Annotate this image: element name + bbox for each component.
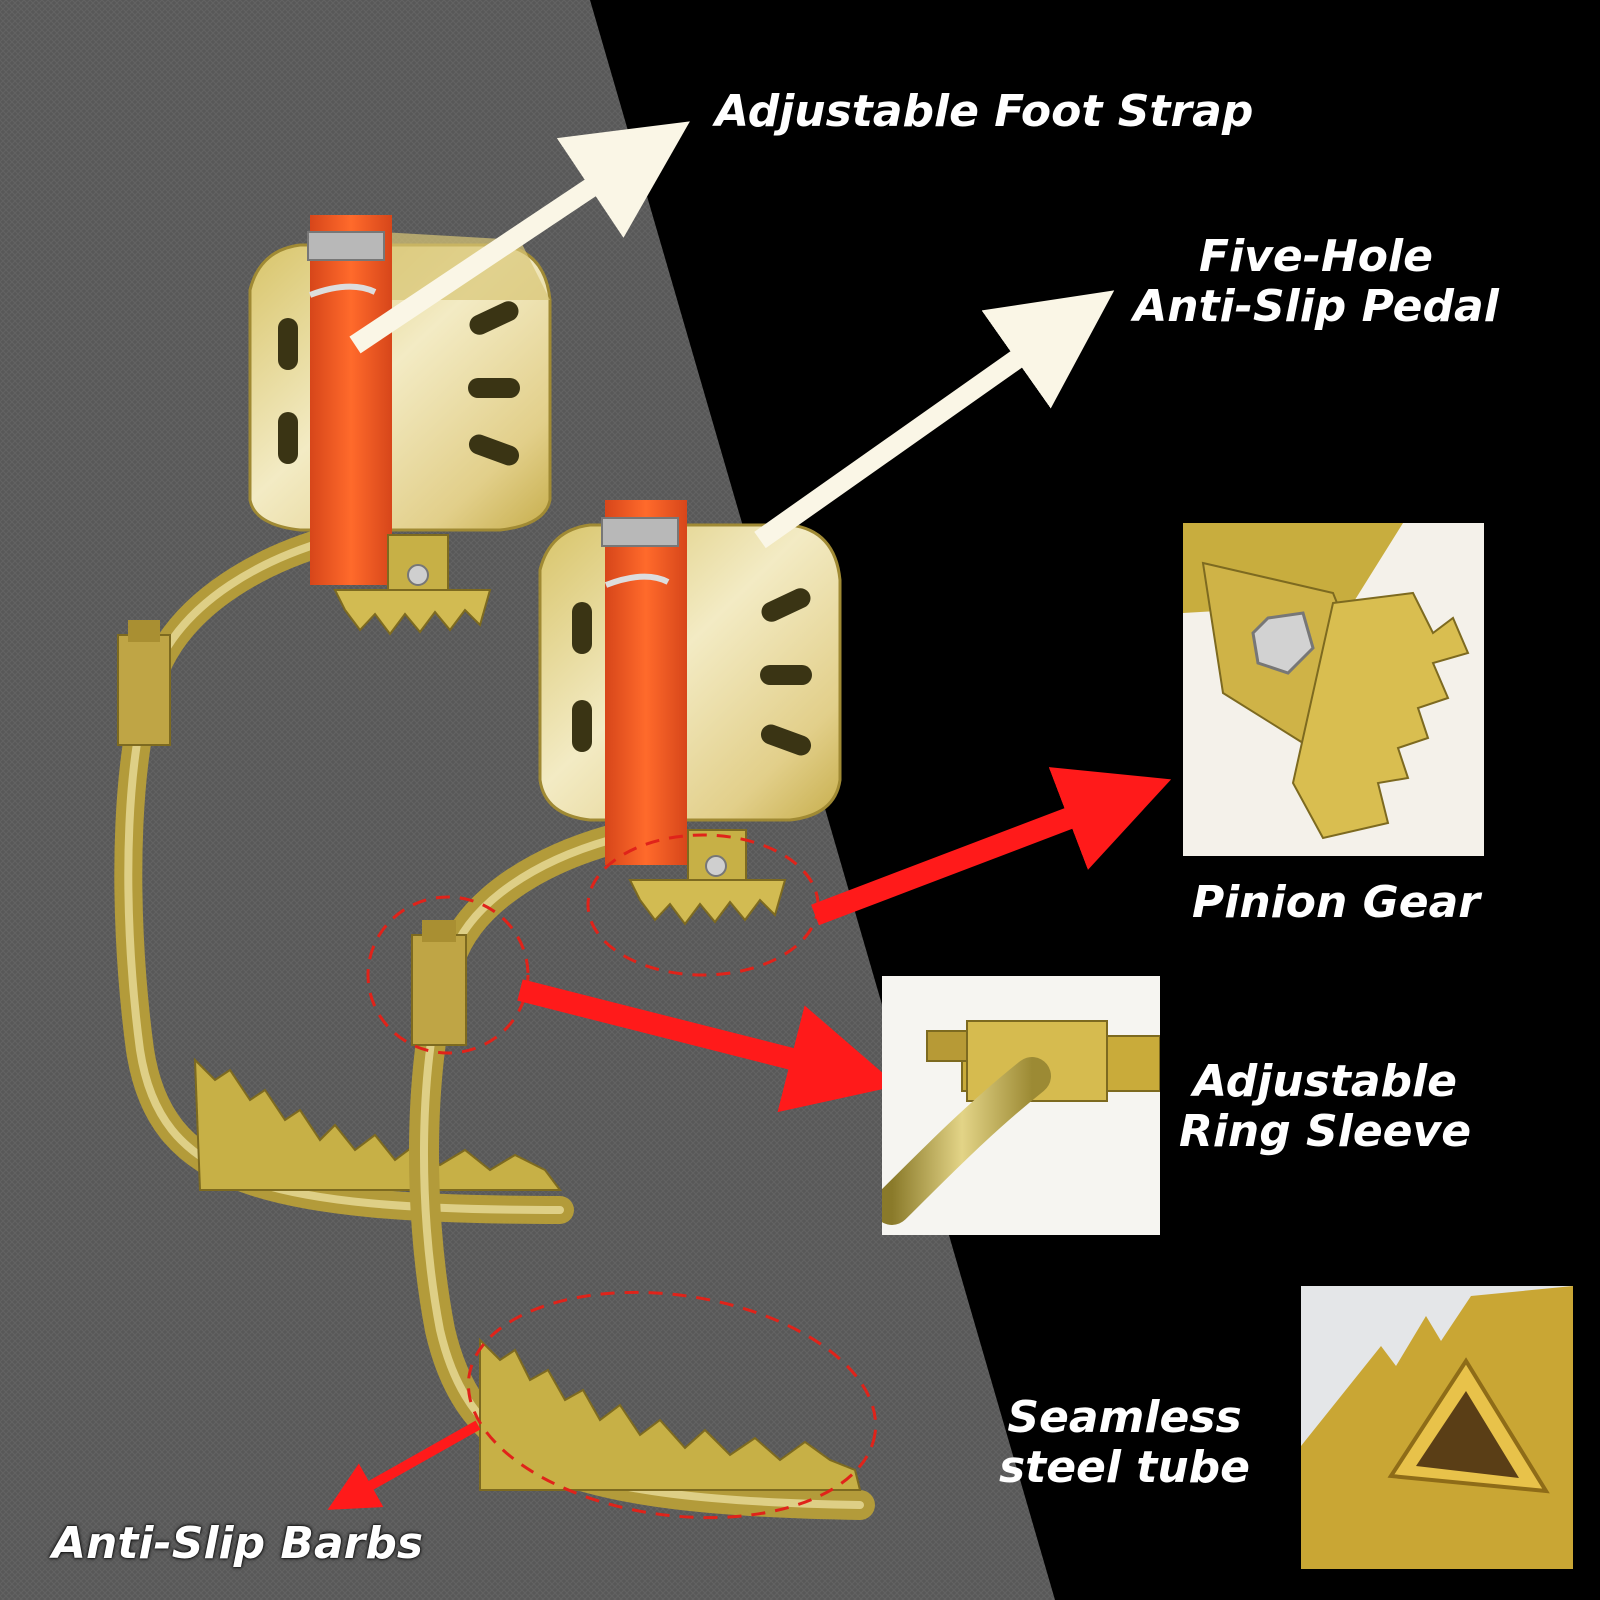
front-ring-sleeve [411,934,467,1046]
pinion-gear-closeup [1183,523,1484,856]
ring-sleeve-label-line2: Ring Sleeve [1178,1106,1472,1157]
front-pedal-holes [572,588,812,756]
front-foot-strap [605,500,687,865]
foot-strap-label: Adjustable Foot Strap [715,86,1254,137]
steel-tube-label-line1: Seamless [1007,1392,1242,1443]
gear-bolt-icon [1251,611,1315,675]
barbs-red-arrow [327,1420,481,1510]
back-gear-bolt [407,564,429,586]
steel-tube-inset-photo [1301,1286,1573,1569]
ring-sleeve-red-arrow [517,979,898,1113]
barbs-label: Anti-Slip Barbs [52,1518,424,1569]
back-anti-slip-barbs [193,1057,562,1191]
front-strap-buckle [601,517,679,547]
pedal-label: Five-Hole Anti-Slip Pedal [1130,232,1502,332]
ring-sleeve-callout-ellipse [366,895,530,1055]
barbs-callout-ellipse [466,1290,878,1520]
front-gear-bolt [705,855,727,877]
steel-tube-closeup [1301,1286,1573,1569]
steel-tube-label: Seamless steel tube [997,1393,1252,1493]
front-anti-slip-barbs [479,1337,862,1491]
pinion-gear-label: Pinion Gear [1192,877,1480,928]
back-strap-buckle [307,231,385,261]
pinion-gear-red-arrow [811,767,1172,926]
steel-tube-label-line2: steel tube [998,1442,1250,1493]
ring-sleeve-label: Adjustable Ring Sleeve [1170,1057,1480,1157]
pinion-gear-inset-photo [1183,523,1484,856]
pedal-label-line1: Five-Hole [1199,231,1433,282]
foot-strap-pointer-arrow [349,121,690,354]
ring-sleeve-label-line1: Adjustable [1193,1056,1457,1107]
back-pedal-holes [278,301,520,466]
back-ring-sleeve [117,634,171,746]
pedal-label-line2: Anti-Slip Pedal [1133,281,1499,332]
back-foot-strap [310,215,392,585]
front-pinion-gear [628,879,787,926]
pedal-pointer-arrow [754,290,1115,549]
ring-sleeve-closeup [882,976,1160,1235]
back-pinion-gear [333,589,492,636]
ring-sleeve-inset-photo [882,976,1160,1235]
